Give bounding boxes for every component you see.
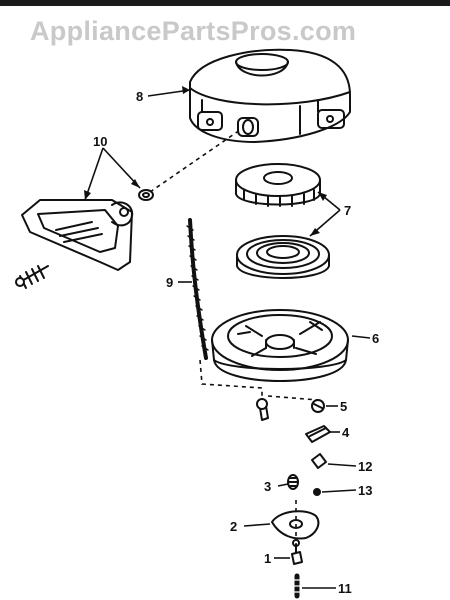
part-7-spring-retainer	[235, 163, 321, 207]
callout-12: 12	[358, 459, 372, 474]
callout-7: 7	[344, 203, 351, 218]
part-9-rope	[186, 218, 209, 360]
part-1-spring-retainer-screw	[291, 539, 303, 565]
part-7-rewind-spring	[236, 235, 330, 279]
callout-2: 2	[230, 519, 237, 534]
part-8-starter-housing	[189, 48, 351, 143]
callout-9: 9	[166, 275, 173, 290]
pulley-center-bolt	[256, 398, 269, 421]
part-3-brake-spring	[287, 474, 299, 490]
part-10-handle	[15, 189, 154, 289]
part-6-pulley	[211, 309, 349, 382]
callout-1: 1	[264, 551, 271, 566]
callout-8: 8	[136, 89, 143, 104]
part-11-center-screw	[293, 573, 301, 599]
callout-10: 10	[93, 134, 107, 149]
leader-arrowheads	[84, 86, 327, 236]
part-2-cam-dog	[271, 510, 320, 540]
callout-6: 6	[372, 331, 379, 346]
callout-5: 5	[340, 399, 347, 414]
callout-11: 11	[338, 581, 352, 596]
watermark: AppliancePartsPros.com	[30, 16, 357, 46]
top-border	[0, 0, 450, 6]
callout-3: 3	[264, 479, 271, 494]
part-12-pawl	[311, 453, 327, 469]
callout-13: 13	[358, 483, 372, 498]
assembly-guide-lines	[149, 129, 319, 540]
part-5-retainer-screw	[311, 399, 325, 413]
part-4-friction-plate	[305, 425, 331, 443]
part-13-washer	[313, 488, 321, 496]
callout-4: 4	[342, 425, 350, 440]
